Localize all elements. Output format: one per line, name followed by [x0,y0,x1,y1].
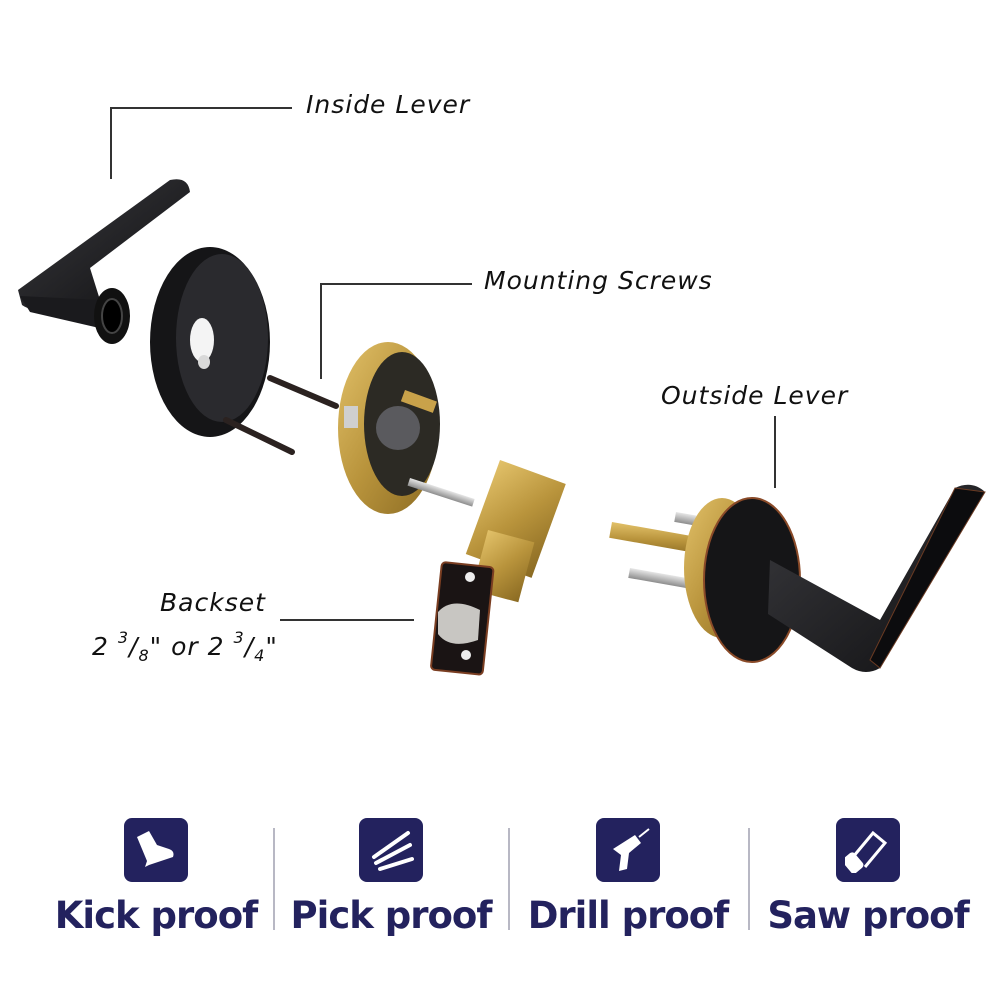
inside-lever-label: Inside Lever [306,90,471,119]
feature-kick-proof: Kick proof [40,818,272,937]
exploded-lock-illustration [18,179,986,676]
inside-chassis-part [338,342,475,514]
outside-lever-leader-v [774,416,776,488]
inside-lever-leader-v [110,107,112,179]
feature-divider [508,828,510,930]
mounting-screws-part [223,375,339,455]
feature-label: Saw proof [767,894,969,937]
backset-dimensions: 2 3/8" or 2 3/4" [92,628,278,665]
feature-label: Drill proof [527,894,730,937]
boot-icon [124,818,188,882]
feature-drill-proof: Drill proof [512,818,744,937]
outside-lever-part [609,484,986,672]
feature-saw-proof: Saw proof [752,818,984,937]
backset-label: Backset [160,588,266,617]
hacksaw-icon [836,818,900,882]
feature-label: Kick proof [54,894,258,937]
inside-lever-leader-h [110,107,292,109]
inside-lever-part [18,179,190,344]
feature-divider [748,828,750,930]
feature-label: Pick proof [290,894,493,937]
mounting-screws-leader-h [320,283,472,285]
backset-leader-h [280,619,414,621]
latch-part [430,460,566,676]
drill-icon [596,818,660,882]
inside-rose-part [150,247,270,437]
lock-pick-icon [359,818,423,882]
feature-divider [273,828,275,930]
outside-lever-label: Outside Lever [661,381,849,410]
mounting-screws-label: Mounting Screws [484,266,713,295]
mounting-screws-leader-v [320,283,322,379]
feature-pick-proof: Pick proof [275,818,507,937]
